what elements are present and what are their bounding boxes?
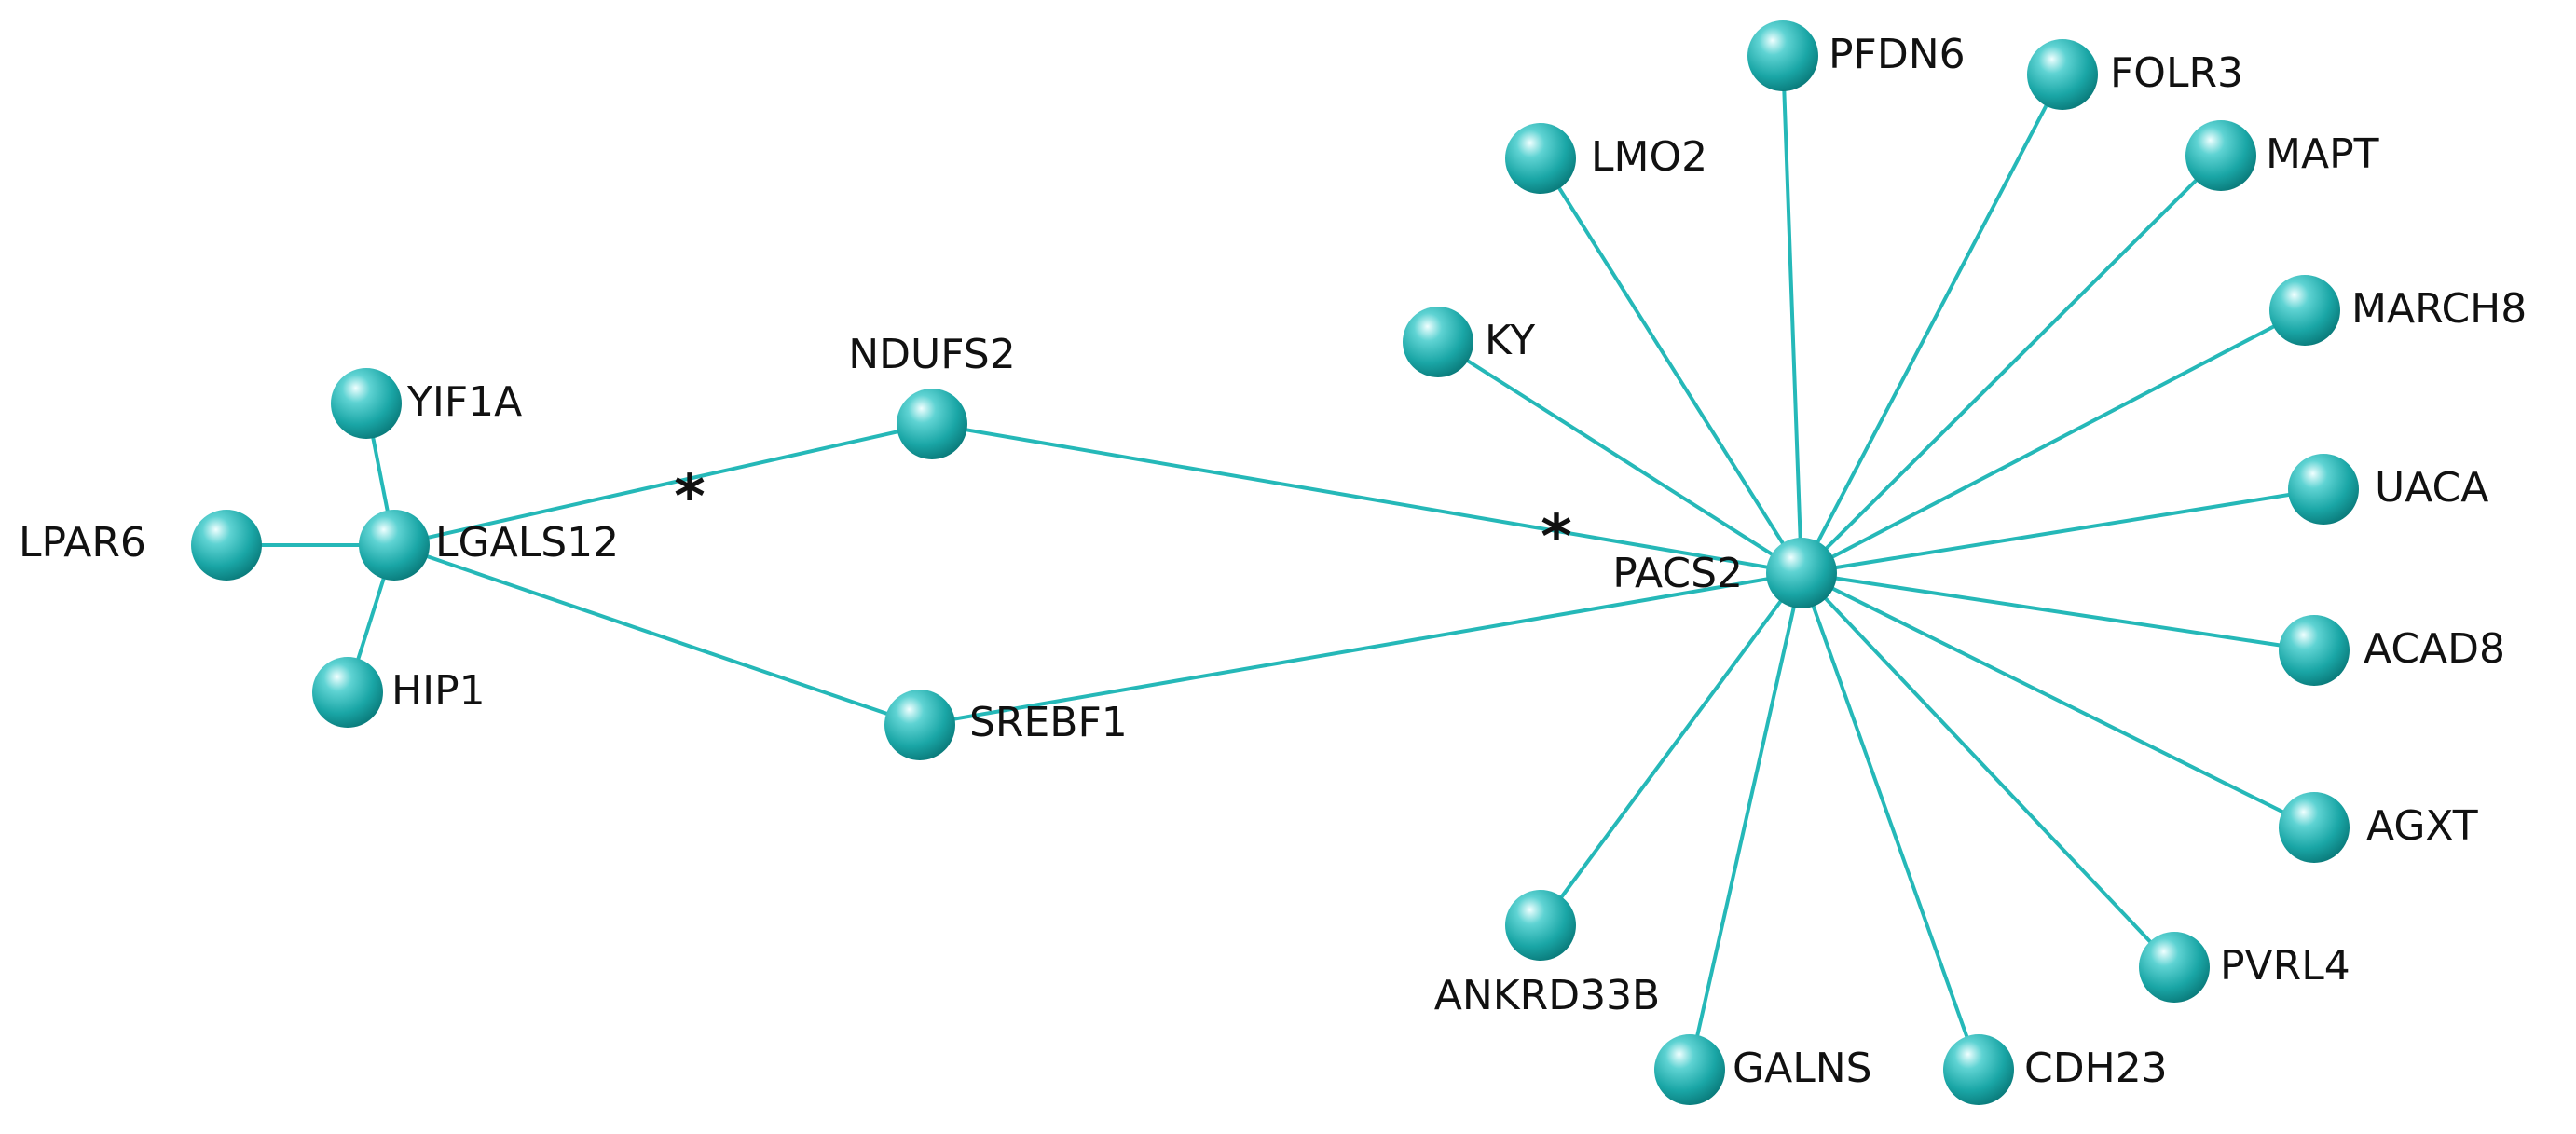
node-label-acad8: ACAD8	[2364, 625, 2505, 673]
edge-acad8-pacs2	[1800, 571, 2316, 652]
edge-folr3-pacs2	[1800, 73, 2064, 575]
node-sphere[interactable]	[191, 510, 262, 581]
node-lmo2[interactable]	[1505, 123, 1576, 194]
node-galns[interactable]	[1654, 1034, 1725, 1105]
edge-lmo2-pacs2	[1539, 157, 1803, 575]
edge-ankrd33b-pacs2	[1539, 571, 1803, 927]
node-march8[interactable]	[2269, 275, 2340, 346]
node-sphere[interactable]	[1505, 890, 1576, 961]
node-pacs2[interactable]	[1766, 538, 1837, 608]
node-label-lgals12: LGALS12	[435, 519, 619, 567]
node-uaca[interactable]	[2288, 454, 2359, 525]
node-sphere[interactable]	[2269, 275, 2340, 346]
node-label-pacs2: PACS2	[1612, 550, 1743, 597]
node-pvrl4[interactable]	[2139, 932, 2210, 1003]
node-sphere[interactable]	[2279, 615, 2350, 686]
edge-uaca-pacs2	[1800, 487, 2325, 575]
node-ankrd33b[interactable]	[1505, 890, 1576, 961]
edge-pfdn6-pacs2	[1781, 54, 1803, 575]
node-sphere[interactable]	[312, 657, 383, 728]
node-label-march8: MARCH8	[2351, 285, 2527, 333]
node-mapt[interactable]	[2185, 120, 2256, 191]
node-ky[interactable]	[1403, 307, 1473, 377]
edge-march8-pacs2	[1800, 308, 2307, 575]
node-label-ky: KY	[1485, 317, 1535, 364]
edge-mapt-pacs2	[1800, 154, 2223, 575]
node-sphere[interactable]	[1505, 123, 1576, 194]
edge-lgals12-srebf1	[392, 543, 922, 727]
node-sphere[interactable]	[1766, 538, 1837, 608]
nodes-layer	[191, 20, 2359, 1105]
node-cdh23[interactable]	[1943, 1034, 2014, 1105]
node-acad8[interactable]	[2279, 615, 2350, 686]
node-sphere[interactable]	[2139, 932, 2210, 1003]
asterisk-marker-pacs2: *	[1541, 503, 1571, 572]
node-sphere[interactable]	[359, 510, 430, 581]
edge-pvrl4-pacs2	[1800, 571, 2176, 969]
node-sphere[interactable]	[1654, 1034, 1725, 1105]
edge-lgals12-ndufs2	[392, 422, 934, 547]
node-label-srebf1: SREBF1	[969, 699, 1128, 746]
edge-galns-pacs2	[1688, 571, 1803, 1072]
asterisk-marker-lgals12: *	[674, 463, 705, 532]
node-label-ndufs2: NDUFS2	[848, 331, 1015, 378]
node-sphere[interactable]	[1747, 20, 1818, 91]
edge-cdh23-pacs2	[1800, 571, 1980, 1072]
node-label-pvrl4: PVRL4	[2220, 942, 2350, 990]
node-sphere[interactable]	[897, 389, 967, 459]
node-sphere[interactable]	[2185, 120, 2256, 191]
node-label-agxt: AGXT	[2366, 802, 2478, 850]
node-sphere[interactable]	[1943, 1034, 2014, 1105]
node-sphere[interactable]	[2279, 792, 2350, 863]
node-label-yif1a: YIF1A	[406, 378, 522, 426]
node-sphere[interactable]	[1403, 307, 1473, 377]
node-sphere[interactable]	[2288, 454, 2359, 525]
node-folr3[interactable]	[2027, 39, 2098, 110]
node-pfdn6[interactable]	[1747, 20, 1818, 91]
node-label-mapt: MAPT	[2266, 130, 2379, 178]
node-lgals12[interactable]	[359, 510, 430, 581]
node-label-lpar6: LPAR6	[19, 519, 146, 567]
node-label-folr3: FOLR3	[2110, 49, 2243, 97]
node-sphere[interactable]	[331, 368, 402, 439]
edge-agxt-pacs2	[1800, 571, 2316, 829]
node-label-galns: GALNS	[1733, 1045, 1872, 1092]
node-label-pfdn6: PFDN6	[1829, 31, 1966, 78]
node-srebf1[interactable]	[884, 690, 955, 760]
node-lpar6[interactable]	[191, 510, 262, 581]
edge-srebf1-pacs2	[918, 571, 1803, 727]
node-label-uaca: UACA	[2375, 464, 2488, 512]
node-label-hip1: HIP1	[391, 667, 486, 715]
node-sphere[interactable]	[884, 690, 955, 760]
edge-ndufs2-pacs2	[930, 422, 1803, 575]
markers-layer: **	[674, 463, 1571, 572]
node-label-ankrd33b: ANKRD33B	[1434, 972, 1661, 1019]
node-ndufs2[interactable]	[897, 389, 967, 459]
edge-ky-pacs2	[1436, 340, 1803, 575]
node-label-lmo2: LMO2	[1591, 133, 1707, 181]
node-sphere[interactable]	[2027, 39, 2098, 110]
edges-layer	[225, 54, 2325, 1072]
node-agxt[interactable]	[2279, 792, 2350, 863]
node-label-cdh23: CDH23	[2024, 1045, 2168, 1092]
node-hip1[interactable]	[312, 657, 383, 728]
node-yif1a[interactable]	[331, 368, 402, 439]
